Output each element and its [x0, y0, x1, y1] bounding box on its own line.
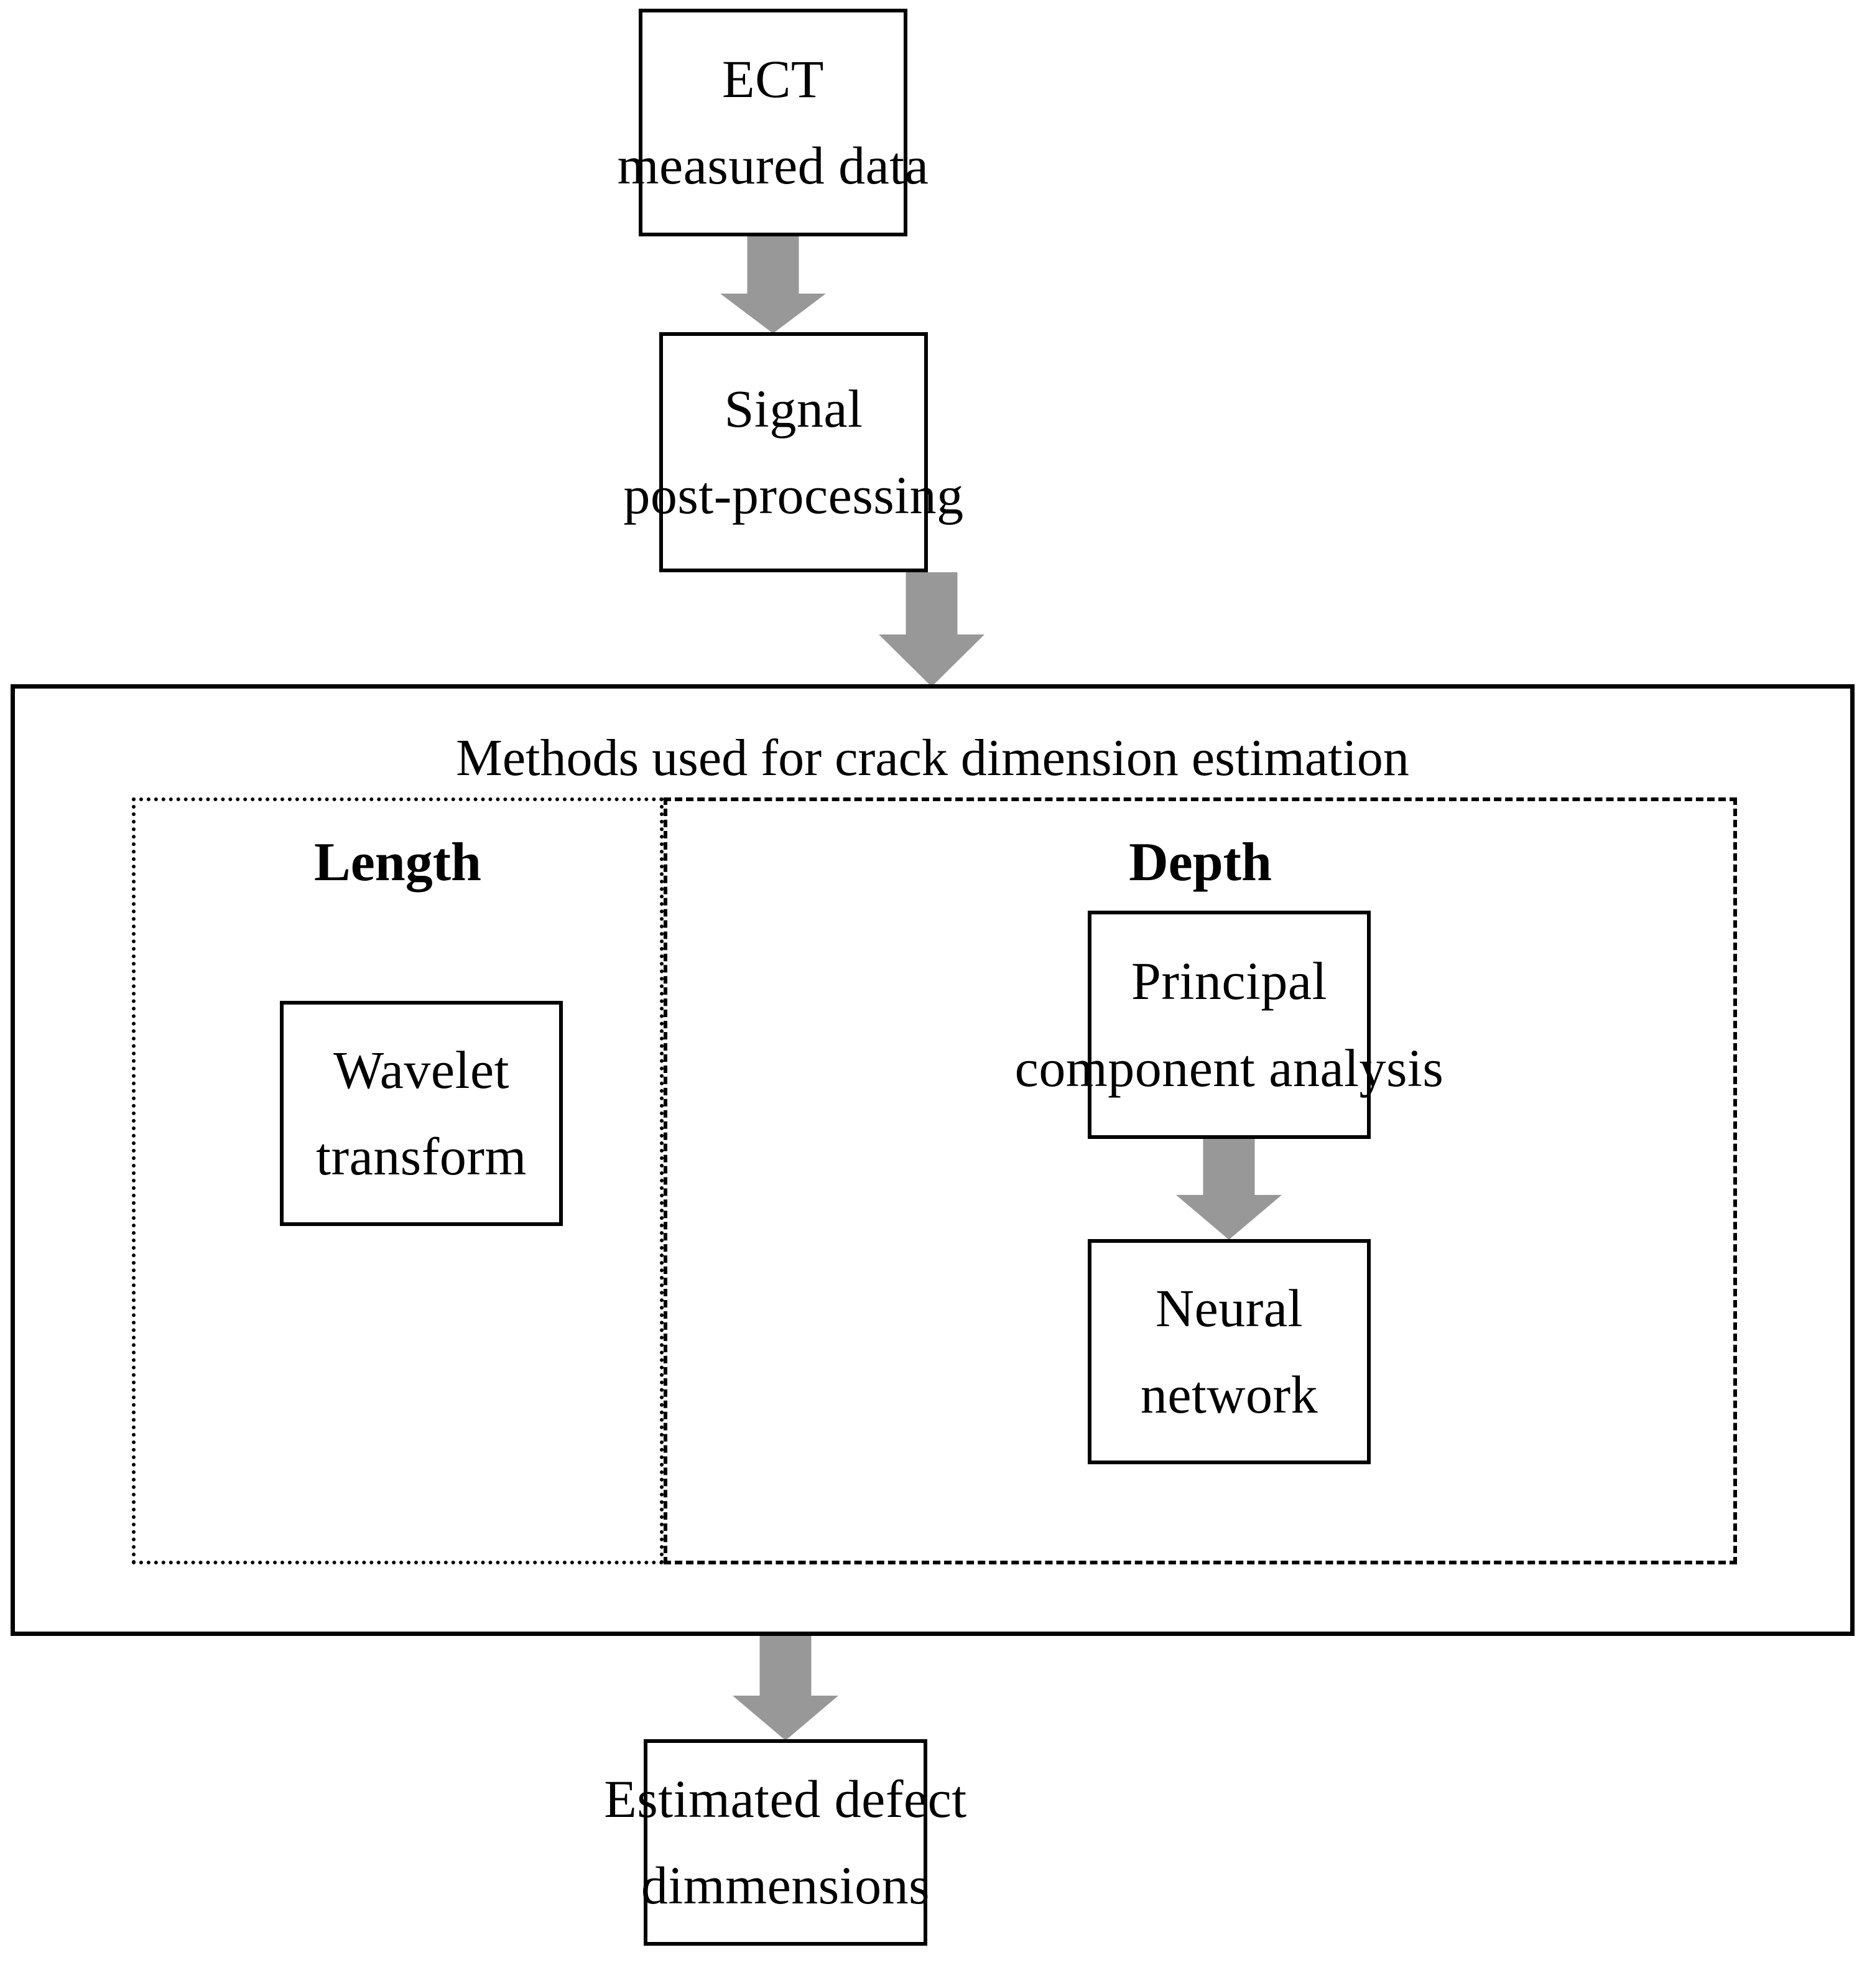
methods-container: Methods used for crack dimension estimat… — [11, 684, 1855, 1636]
node-signal-line2: post-processing — [623, 465, 964, 525]
node-pca-line2: component analysis — [1014, 1038, 1444, 1098]
node-estimated-defect-dimensions[interactable]: Estimated defect dimmensions — [604, 1739, 966, 1946]
panel-length: Length — [132, 797, 664, 1564]
arrow-methods-to-result — [733, 1636, 838, 1740]
node-wavelet-transform[interactable]: Wavelet transform — [280, 1001, 563, 1226]
node-neural-line1: Neural — [1156, 1278, 1303, 1338]
node-signal-post-processing[interactable]: Signal post-processing — [623, 332, 963, 572]
node-result-line2: dimmensions — [641, 1856, 930, 1915]
node-pca-line1: Principal — [1131, 951, 1327, 1011]
arrow-signal-to-methods — [879, 572, 984, 687]
node-signal-line1: Signal — [724, 378, 863, 439]
methods-container-title: Methods used for crack dimension estimat… — [456, 729, 1409, 787]
node-wavelet-line2: transform — [316, 1126, 527, 1186]
panel-length-label: Length — [314, 832, 481, 893]
node-result-line1: Estimated defect — [604, 1768, 967, 1829]
arrow-ect-to-signal — [720, 236, 826, 333]
node-principal-component-analysis[interactable]: Principal component analysis — [1015, 911, 1443, 1139]
node-wavelet-line1: Wavelet — [333, 1039, 510, 1100]
panel-depth-label: Depth — [1129, 832, 1272, 893]
node-ect-line2: measured data — [617, 136, 929, 195]
node-neural-line2: network — [1140, 1365, 1318, 1424]
panel-depth: Depth — [664, 797, 1737, 1564]
node-neural-network[interactable]: Neural network — [1088, 1239, 1371, 1464]
node-ect-measured-data[interactable]: ECT measured data — [618, 9, 929, 236]
node-ect-line1: ECT — [722, 49, 824, 109]
arrow-pca-to-neural — [1176, 1139, 1282, 1240]
